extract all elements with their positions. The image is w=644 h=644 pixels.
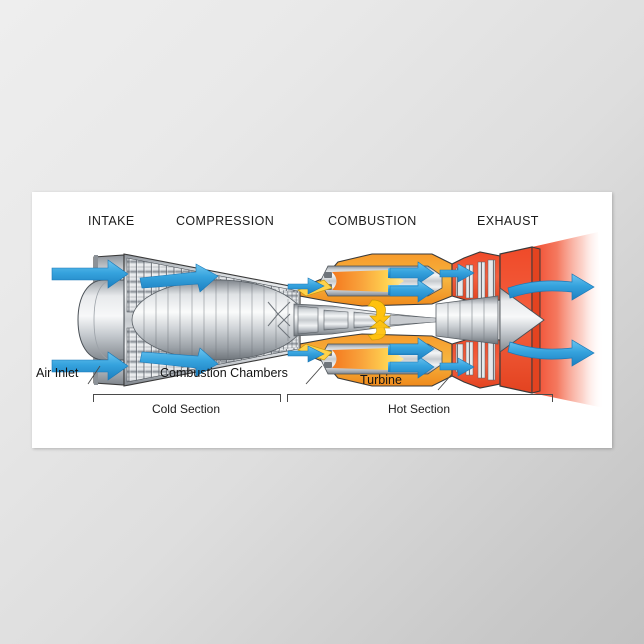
intake-arrow-bottom [51,351,129,381]
combustor-inlet-arrow-top [287,277,325,295]
turbine-arrow-bottom [439,357,475,377]
exhaust-arrow-bottom [507,339,595,367]
exhaust-arrow-top [507,273,595,301]
heading-compression: COMPRESSION [176,214,275,228]
callout-air-inlet: Air Inlet [36,366,79,380]
bracket-cold-section [93,394,281,402]
leader-lines-group [87,365,453,391]
heading-intake: INTAKE [88,214,135,228]
heading-exhaust: EXHAUST [477,214,539,228]
exhaust-plume-group [532,232,604,408]
nose-cone [77,279,125,361]
callout-turbine: Turbine [360,373,402,387]
turbine-arrow-top [439,263,475,283]
bracket-hot-section [287,394,553,402]
poster-panel: INTAKE COMPRESSION COMBUSTION EXHAUST Ai… [32,192,612,448]
jet-engine-diagram [51,232,604,408]
compression-arrow-bottom [139,347,219,377]
leader-air-inlet [87,365,101,385]
airflow-arrows-group [51,259,595,381]
combustor-inlet-arrow-bottom [287,345,325,363]
compressor-rotor-drum [131,279,305,361]
label-hot-section: Hot Section [387,402,451,416]
combustion-arrow-bottom [389,337,435,379]
intake-arrow-top [51,259,129,289]
label-cold-section: Cold Section [151,402,221,416]
leader-combustion-chambers [305,365,323,385]
heading-combustion: COMBUSTION [328,214,417,228]
rotation-arrow-icon [367,299,391,341]
exhaust-nozzle [499,246,545,394]
turbine-section [435,251,501,389]
callout-combustion-chambers: Combustion Chambers [160,366,288,380]
turbine-blades-bottom [455,337,496,381]
compression-arrow-top [139,263,219,293]
leader-turbine [437,373,453,391]
combustion-arrow-top [389,261,435,303]
